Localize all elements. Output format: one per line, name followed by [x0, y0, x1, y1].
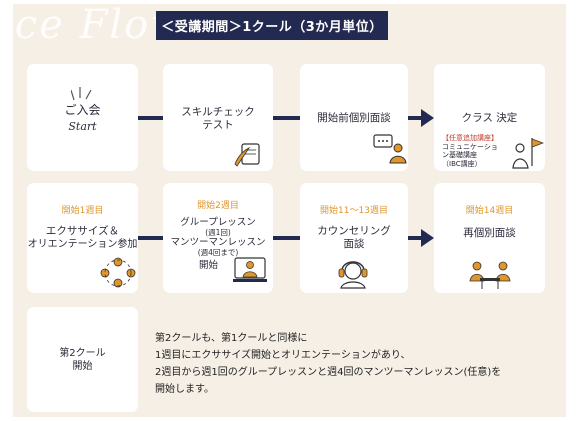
- pre-interview-title: 開始前個別面談: [317, 112, 391, 124]
- skill-check-title-2: テスト: [202, 119, 234, 131]
- card-week11-13: 開始11～13週目 カウンセリング 面談: [300, 183, 408, 293]
- week1-line1: エクササイズ＆: [45, 225, 120, 237]
- connector-2-3: [273, 116, 300, 120]
- connector-3-4: [408, 116, 423, 120]
- class-decision-title: クラス 決定: [461, 112, 518, 124]
- connector-1-2: [138, 116, 163, 120]
- scroll-quill-icon: [234, 143, 260, 167]
- optional-course-label: 【任意追加講座】: [442, 134, 498, 142]
- second-cycle-line1: 第2クール: [59, 347, 106, 359]
- flag-person-icon: [512, 138, 544, 169]
- watermark-text: ice Flow: [0, 2, 187, 48]
- optional-course-line3: ン基礎講座: [442, 151, 477, 159]
- week1-label: 開始1週目: [61, 206, 104, 216]
- description-line-1: 第2クールも、第1クールと同様に: [155, 333, 308, 344]
- two-people-table-icon: [469, 261, 511, 289]
- headset-person-icon: [338, 261, 368, 289]
- arrow-3-4: [421, 109, 434, 127]
- card-class-decision: クラス 決定: [434, 64, 545, 171]
- week2-line1: グループレッスン: [180, 217, 256, 228]
- arrow-r2-3-4: [421, 229, 434, 247]
- week2-line3: 開始: [199, 260, 219, 271]
- card-week2: 開始2週目 グループレッスン (週1回) マンツーマンレッスン (週4回まで) …: [163, 183, 273, 293]
- description-line-3: 2週目から週1回のグループレッスンと週4回のマンツーマンレッスン(任意)を: [155, 367, 502, 378]
- skill-check-title-1: スキルチェック: [181, 106, 255, 118]
- week11-13-label: 開始11～13週目: [320, 206, 388, 216]
- connector-r2-1-2: [138, 236, 163, 240]
- group-people-icon: [100, 257, 136, 288]
- card-skill-check: スキルチェック テスト: [163, 64, 273, 171]
- week2-line2-sub: (週4回まで): [197, 248, 239, 257]
- card-week14: 開始14週目 再個別面談: [434, 183, 545, 293]
- join-title: ご入会: [64, 103, 101, 117]
- course-period-header: ＜受講期間＞1クール（3か月単位）: [156, 11, 388, 40]
- optional-course-note: 【任意追加講座】 コミュニケーショ ン基礎講座 （IBC講座）: [442, 134, 512, 168]
- counseling-line1: カウンセリング: [317, 225, 391, 237]
- card-second-cycle: 第2クール 開始: [27, 307, 138, 412]
- week2-line1-sub: (週1回): [205, 228, 231, 237]
- speech-person-icon: [373, 134, 407, 164]
- week1-line2: オリエンテーション参加: [27, 239, 138, 250]
- description-line-4: 開始します。: [155, 384, 214, 395]
- week2-line2: マンツーマンレッスン: [170, 237, 266, 248]
- laptop-lesson-icon: [233, 257, 267, 282]
- connector-r2-3-4: [408, 236, 423, 240]
- second-cycle-line2: 開始: [72, 360, 93, 372]
- counseling-line2: 面談: [343, 238, 365, 250]
- optional-course-line2: コミュニケーショ: [442, 142, 498, 151]
- description-line-2: 1週目にエクササイズ開始とオリエンテーションがあり、: [155, 350, 411, 361]
- start-label: Start: [68, 120, 97, 133]
- week14-label: 開始14週目: [465, 206, 514, 216]
- sparkle-icon: [71, 87, 92, 101]
- week2-label: 開始2週目: [197, 201, 239, 211]
- card-pre-interview: 開始前個別面談: [300, 64, 408, 171]
- connector-r2-2-3: [273, 236, 300, 240]
- re-interview-line1: 再個別面談: [463, 227, 516, 239]
- optional-course-line4: （IBC講座）: [442, 159, 482, 168]
- card-week1: 開始1週目 エクササイズ＆ オリエンテーション参加: [27, 183, 138, 293]
- second-cycle-description: 第2クールも、第1クールと同様に 1週目にエクササイズ開始とオリエンテーションが…: [155, 330, 501, 398]
- card-join: ご入会 Start: [27, 64, 138, 171]
